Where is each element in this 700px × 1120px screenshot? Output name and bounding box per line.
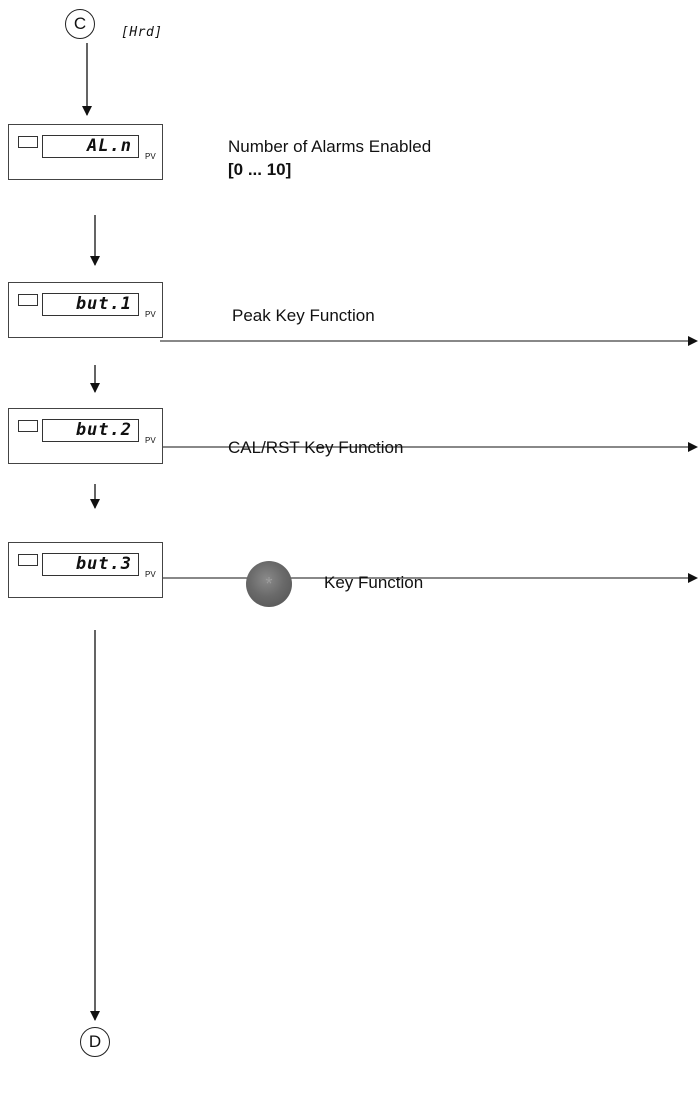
display-screen: AL.n xyxy=(42,135,139,158)
connector-d: D xyxy=(80,1027,110,1057)
connector-c: C xyxy=(65,9,95,39)
pv-label: PV xyxy=(145,310,156,319)
led-indicator xyxy=(18,294,38,306)
display-screen: but.2 xyxy=(42,419,139,442)
display-but1: but.1 PV xyxy=(8,282,163,338)
led-indicator xyxy=(18,554,38,566)
step-label-star-key: Key Function xyxy=(324,573,424,592)
step-label-calrst: CAL/RST Key Function xyxy=(228,438,404,457)
step-label-alarms: Number of Alarms Enabled xyxy=(228,137,432,156)
display-but3: but.3 PV xyxy=(8,542,163,598)
star-glyph: * xyxy=(265,573,273,594)
pv-label: PV xyxy=(145,436,156,445)
pv-label: PV xyxy=(145,152,156,161)
led-indicator xyxy=(18,136,38,148)
display-screen: but.1 xyxy=(42,293,139,316)
step-range-alarms: [0 ... 10] xyxy=(228,160,292,179)
display-aln: AL.n PV xyxy=(8,124,163,180)
display-but2: but.2 PV xyxy=(8,408,163,464)
hrd-tag: [Hrd] xyxy=(121,25,163,40)
pv-label: PV xyxy=(145,570,156,579)
display-screen: but.3 xyxy=(42,553,139,576)
led-indicator xyxy=(18,420,38,432)
step-label-peak: Peak Key Function xyxy=(232,306,375,325)
star-key-icon: * xyxy=(246,561,292,607)
